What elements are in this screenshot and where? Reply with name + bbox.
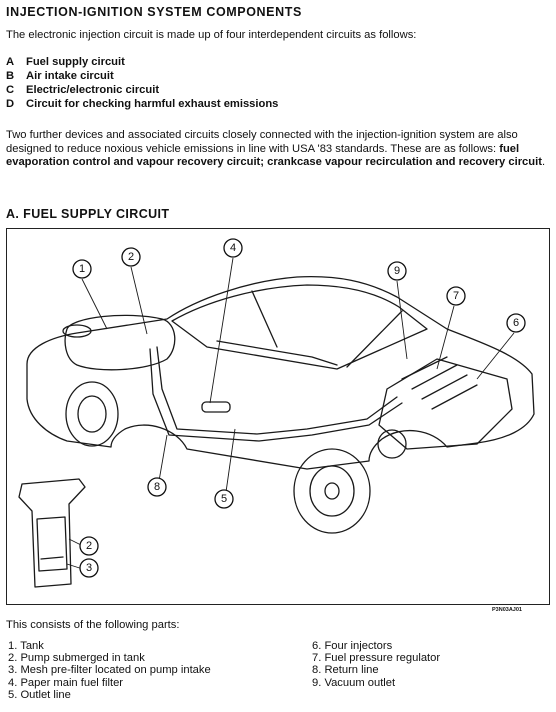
paragraph-end: . (541, 156, 546, 168)
callout-7: 7 (446, 286, 466, 306)
fuel-tank (64, 314, 176, 371)
list-item: 2. Pump submerged in tank (8, 652, 145, 665)
section-title: A. FUEL SUPPLY CIRCUIT (6, 207, 170, 221)
list-item: 3. Mesh pre-filter located on pump intak… (8, 664, 211, 677)
page-title: INJECTION-IGNITION SYSTEM COMPONENTS (6, 5, 302, 19)
list-item: 4. Paper main fuel filter (8, 676, 124, 689)
car-body-outline (26, 276, 535, 470)
list-item: 9. Vacuum outlet (312, 676, 396, 689)
emissions-paragraph: Two further devices and associated circu… (6, 129, 551, 170)
callout-number: 8 (154, 481, 160, 493)
fuel-return-line (149, 348, 403, 442)
parts-list-left: 1. Tank 2. Pump submerged in tank 3. Mes… (8, 640, 211, 701)
callout-5: 5 (214, 489, 234, 509)
callout-8: 8 (147, 477, 167, 497)
pump-body (36, 516, 68, 572)
callout-number: 6 (513, 317, 519, 329)
fuel-outlet-line (156, 346, 398, 435)
callout-4: 4 (223, 238, 243, 258)
callout-1: 1 (72, 259, 92, 279)
intro-text: The electronic injection circuit is made… (6, 29, 417, 41)
pump-inset (18, 478, 86, 588)
fuel-filter (201, 401, 231, 413)
circuit-list: A Fuel supply circuit B Air intake circuit… (6, 55, 278, 111)
front-wheel (293, 448, 371, 534)
list-item: 1. Tank (8, 640, 44, 652)
callout-2: 2 (121, 247, 141, 267)
list-letter: A (6, 56, 15, 68)
leader-lines (66, 257, 515, 572)
callout-number: 3 (86, 562, 92, 574)
callout-9: 9 (387, 261, 407, 281)
callout-number: 7 (453, 290, 459, 302)
callout-6: 6 (506, 313, 526, 333)
front-wheel-hub (309, 465, 355, 517)
windscreen-line (346, 310, 403, 368)
callout-number: 2 (86, 540, 92, 552)
paragraph-text: Two further devices and associated circu… (6, 129, 518, 155)
callout-number: 5 (221, 493, 227, 505)
pillar-line (251, 290, 278, 348)
callout-3-inset: 3 (79, 558, 99, 578)
list-item: 5. Outlet line (8, 688, 71, 701)
injector-rail (401, 356, 478, 410)
list-letter: C (6, 84, 15, 96)
car-roof (171, 284, 428, 370)
figure-code: P3N03AJ01 (492, 607, 522, 613)
list-label: Circuit for checking harmful exhaust emi… (26, 98, 279, 110)
parts-intro: This consists of the following parts: (6, 619, 180, 631)
callout-number: 4 (230, 242, 236, 254)
fuel-circuit-figure: 1 2 4 9 7 6 8 5 2 3 (6, 228, 550, 605)
list-item: 6. Four injectors (312, 640, 393, 652)
paragraph-bold: fuel evaporation control and vapour reco… (6, 142, 542, 169)
list-label: Fuel supply circuit (26, 56, 125, 68)
list-item: D Circuit for checking harmful exhaust em… (6, 97, 278, 111)
list-item: C Electric/electronic circuit (6, 83, 278, 97)
list-letter: B (6, 70, 15, 82)
list-item: B Air intake circuit (6, 69, 278, 83)
door-line (216, 340, 338, 366)
callout-2-inset: 2 (79, 536, 99, 556)
callout-number: 1 (79, 263, 85, 275)
callout-number: 9 (394, 265, 400, 277)
parts-list-right: 6. Four injectors 7. Fuel pressure regul… (312, 640, 440, 689)
list-item: 8. Return line (312, 664, 379, 677)
list-label: Electric/electronic circuit (26, 84, 160, 96)
engine-block (378, 358, 513, 450)
list-letter: D (6, 98, 15, 110)
rear-wheel (65, 381, 119, 447)
pulley (377, 429, 407, 459)
car-illustration: 1 2 4 9 7 6 8 5 2 3 (18, 238, 535, 588)
filler-cap (62, 324, 92, 338)
list-item: A Fuel supply circuit (6, 55, 278, 69)
list-item: 7. Fuel pressure regulator (312, 652, 441, 665)
list-label: Air intake circuit (26, 70, 114, 82)
callout-number: 2 (128, 251, 134, 263)
